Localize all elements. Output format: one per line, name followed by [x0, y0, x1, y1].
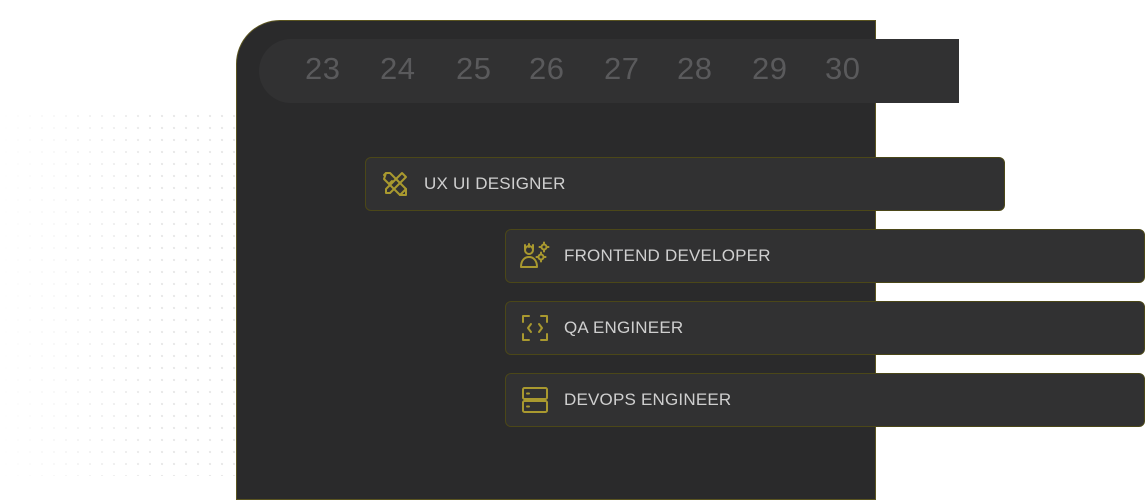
code-scan-icon [520, 313, 550, 343]
task-label: UX UI DESIGNER [424, 174, 566, 193]
day-label[interactable]: 23 [305, 51, 341, 86]
day-label[interactable]: 25 [456, 51, 492, 86]
date-bar: 23 24 25 26 27 28 29 30 [259, 39, 959, 103]
design-tools-icon [380, 169, 410, 199]
day-label[interactable]: 24 [380, 51, 416, 86]
server-icon [520, 385, 550, 415]
task-bar-qa-engineer[interactable]: QA ENGINEER [505, 301, 1145, 355]
dot-pattern-background [0, 110, 260, 476]
task-bar-ux-ui-designer[interactable]: UX UI DESIGNER [365, 157, 1005, 211]
timeline-panel: 23 24 25 26 27 28 29 30 UX UI DESIGNER [236, 20, 1145, 500]
day-label[interactable]: 29 [752, 51, 788, 86]
day-label[interactable]: 30 [825, 51, 861, 86]
day-label[interactable]: 28 [677, 51, 713, 86]
developer-gear-icon [520, 241, 550, 271]
task-bar-devops-engineer[interactable]: DEVOPS ENGINEER [505, 373, 1145, 427]
task-bar-frontend-developer[interactable]: FRONTEND DEVELOPER [505, 229, 1145, 283]
day-label[interactable]: 26 [529, 51, 565, 86]
task-label: FRONTEND DEVELOPER [564, 246, 771, 265]
task-label: QA ENGINEER [564, 318, 684, 337]
day-label[interactable]: 27 [604, 51, 640, 86]
task-label: DEVOPS ENGINEER [564, 390, 732, 409]
